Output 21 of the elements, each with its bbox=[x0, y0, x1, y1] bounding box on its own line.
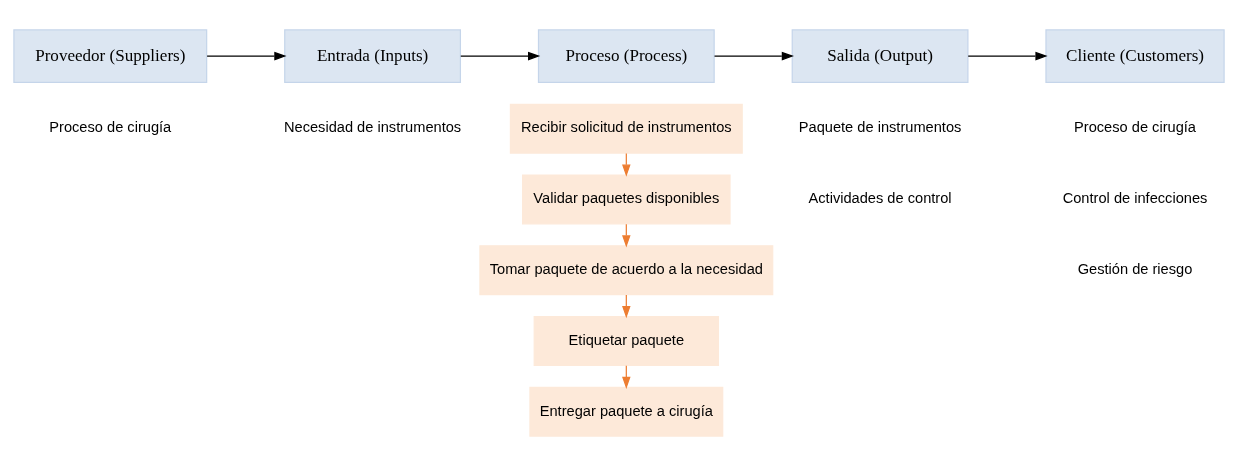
node-box: Salida (Output) bbox=[791, 29, 969, 83]
label: Proceso de cirugía bbox=[49, 119, 172, 136]
label: Proceso de cirugía bbox=[1074, 119, 1197, 136]
node-box: Cliente (Customers) bbox=[1045, 29, 1225, 83]
node-box: Tomar paquete de acuerdo a la necesidad bbox=[479, 245, 774, 296]
node-box: Validar paquetes disponibles bbox=[522, 174, 731, 225]
label: Gestión de riesgo bbox=[1077, 260, 1193, 277]
node-box: Proceso (Process) bbox=[537, 29, 715, 83]
label: Actividades de control bbox=[808, 190, 952, 207]
arrow bbox=[713, 51, 794, 61]
label: Paquete de instrumentos bbox=[798, 119, 962, 136]
label: Control de infecciones bbox=[1062, 190, 1208, 207]
node-box: Entrada (Inputs) bbox=[284, 29, 462, 83]
node-box: Proveedor (Suppliers) bbox=[13, 29, 208, 83]
node-box: Recibir solicitud de instrumentos bbox=[509, 103, 743, 154]
arrow bbox=[460, 51, 541, 61]
arrow bbox=[967, 51, 1048, 61]
label: Necesidad de instrumentos bbox=[283, 119, 462, 136]
node-box: Etiquetar paquete bbox=[533, 315, 720, 366]
arrow bbox=[206, 51, 287, 61]
node-box: Entregar paquete a cirugía bbox=[529, 386, 724, 437]
